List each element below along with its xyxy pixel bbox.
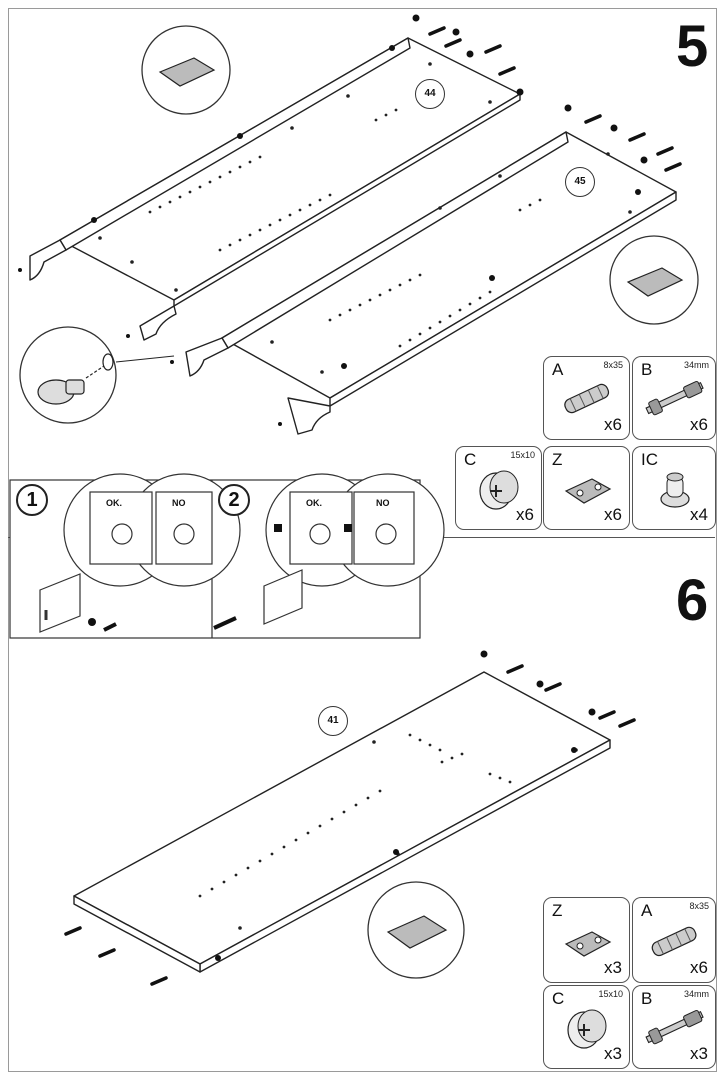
part-letter: IC	[641, 450, 658, 469]
cam-lock-icon	[567, 1009, 607, 1049]
page-frame	[8, 8, 717, 1072]
part-size: 15x10	[510, 450, 535, 460]
panel-45-edge	[329, 191, 677, 407]
part-qty: x4	[690, 505, 708, 524]
part-C-step6: C 15x10 x3	[543, 985, 630, 1069]
panel-44-edge	[173, 93, 521, 307]
part-qty: x3	[604, 1044, 622, 1063]
cam-lock-icon	[479, 470, 519, 510]
part-B-step6: B 34mm x3	[632, 985, 716, 1069]
knob-icon	[660, 472, 690, 508]
part-A-step5: A 8x35 x6	[543, 356, 630, 440]
panel-45-holes	[270, 152, 632, 374]
part-qty: x3	[690, 1044, 708, 1063]
panel-45-foot-right	[287, 397, 331, 435]
part-qty: x6	[690, 958, 708, 977]
part-size: 8x35	[603, 360, 623, 370]
panel-44-holes	[98, 62, 492, 292]
knob-detail	[37, 353, 114, 405]
inset-step-1: 1	[16, 484, 48, 516]
panel-44-foot-right	[139, 305, 177, 341]
panel-44-label: 44	[415, 79, 445, 109]
part-C-step5: C 15x10 x6	[455, 446, 542, 530]
panel-44-foot-left	[29, 239, 67, 281]
no-label-2: NO	[376, 498, 390, 508]
part-qty: x6	[604, 415, 622, 434]
hinge-plate-details	[158, 57, 684, 949]
hinge-plate-icon	[564, 931, 612, 957]
fittings	[64, 26, 682, 986]
connecting-bolt-icon	[645, 380, 704, 416]
cam-markers	[18, 14, 648, 961]
part-letter: A	[641, 901, 653, 920]
inset-illustration	[9, 473, 445, 639]
part-qty: x3	[604, 958, 622, 977]
panel-45-foot-left	[185, 337, 229, 377]
part-letter: C	[464, 450, 477, 469]
dowel-icon	[564, 383, 610, 414]
part-letter: A	[552, 360, 564, 379]
part-A-step6: A 8x35 x6	[632, 897, 716, 983]
ok-label-2: OK.	[306, 498, 323, 508]
part-letter: C	[552, 989, 565, 1008]
part-B-step5: B 34mm x6	[632, 356, 716, 440]
part-letter: Z	[552, 901, 563, 920]
part-size: 34mm	[683, 989, 709, 999]
part-letter: Z	[552, 450, 563, 469]
step-6-number: 6	[676, 568, 709, 633]
inset-markers	[88, 524, 352, 632]
part-IC-step5: IC x4	[632, 446, 716, 530]
part-size: 8x35	[689, 901, 709, 911]
part-qty: x6	[604, 505, 622, 524]
part-letter: B	[641, 989, 653, 1008]
dowel-icon	[651, 926, 697, 957]
part-qty: x6	[690, 415, 708, 434]
part-size: 34mm	[683, 360, 709, 370]
panel-41-holes	[198, 733, 578, 930]
part-Z-step5: Z x6	[543, 446, 630, 530]
part-size: 15x10	[598, 989, 623, 999]
ok-label-1: OK.	[106, 498, 123, 508]
panel-41-front	[73, 895, 201, 973]
connecting-bolt-icon	[645, 1009, 704, 1045]
hinge-plate-icon	[564, 478, 612, 504]
panel-45-label: 45	[565, 167, 595, 197]
inset-step-2: 2	[218, 484, 250, 516]
part-qty: x6	[516, 505, 534, 524]
knob-leader-line	[115, 355, 175, 363]
no-label-1: NO	[172, 498, 186, 508]
part-letter: B	[641, 360, 653, 379]
detail-circle-knob	[19, 326, 117, 424]
part-Z-step6: Z x3	[543, 897, 630, 983]
step-5-number: 5	[676, 14, 709, 79]
panel-41-label: 41	[318, 706, 348, 736]
